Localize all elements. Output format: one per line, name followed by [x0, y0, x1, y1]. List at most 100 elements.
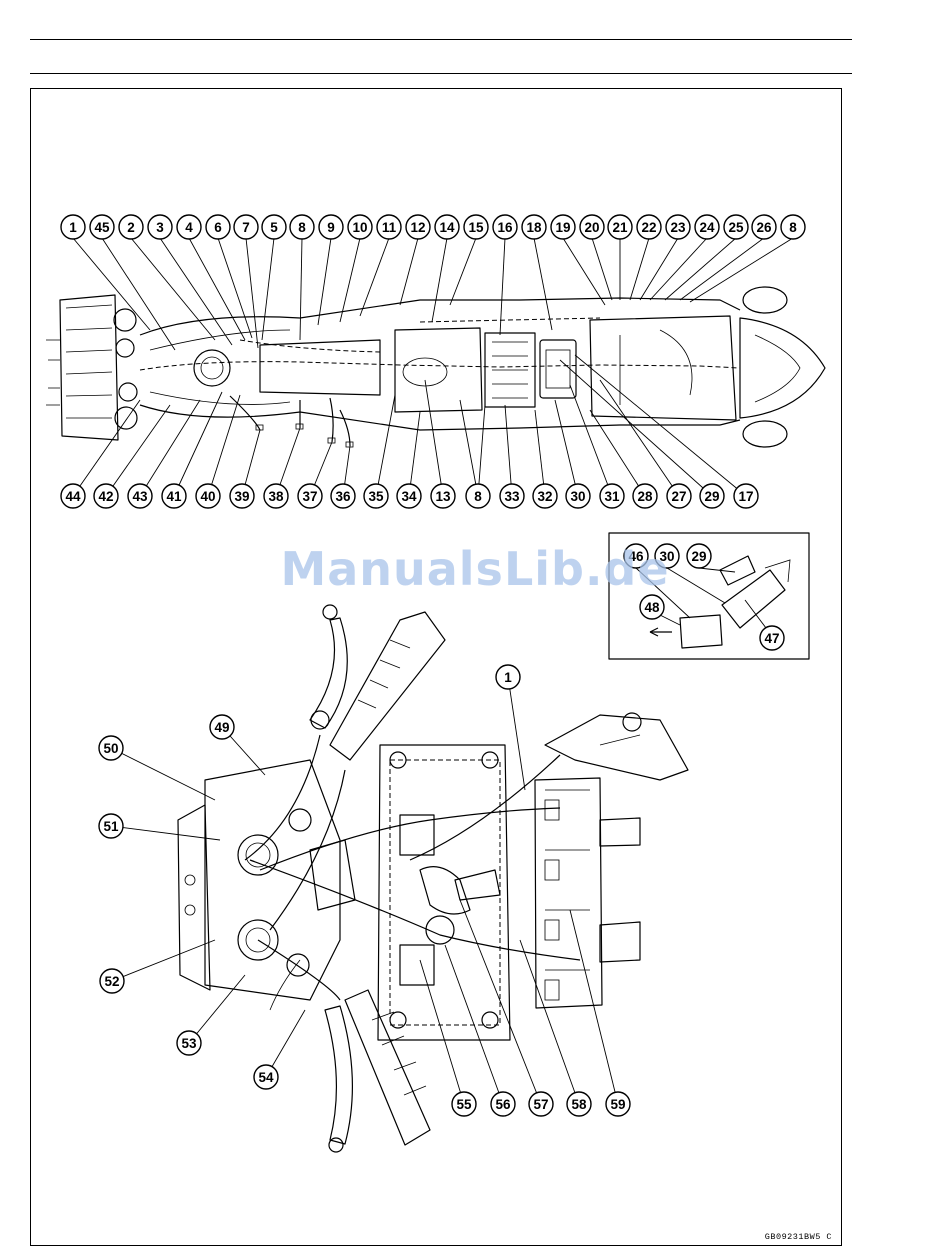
svg-text:8: 8 [474, 489, 482, 504]
svg-text:48: 48 [644, 600, 660, 615]
callout-inset-3: 48 [640, 595, 664, 619]
svg-text:49: 49 [214, 720, 229, 735]
callout-bottom-10: 58 [567, 1092, 591, 1116]
svg-text:19: 19 [555, 220, 570, 235]
callout-top-upper-16: 18 [522, 215, 546, 239]
svg-text:33: 33 [504, 489, 520, 504]
callout-top-upper-25: 8 [781, 215, 805, 239]
svg-text:44: 44 [65, 489, 81, 504]
svg-text:10: 10 [352, 220, 367, 235]
svg-text:54: 54 [258, 1070, 274, 1085]
svg-text:39: 39 [234, 489, 249, 504]
callout-bottom-11: 59 [606, 1092, 630, 1116]
callout-top-upper-17: 19 [551, 215, 575, 239]
callout-top-upper-2: 2 [119, 215, 143, 239]
svg-text:25: 25 [728, 220, 744, 235]
svg-text:1: 1 [69, 220, 77, 235]
svg-text:26: 26 [756, 220, 772, 235]
svg-text:40: 40 [200, 489, 215, 504]
callout-inset-4: 47 [760, 626, 784, 650]
svg-text:43: 43 [132, 489, 148, 504]
svg-text:59: 59 [610, 1097, 625, 1112]
svg-text:32: 32 [537, 489, 552, 504]
callout-top-upper-7: 5 [262, 215, 286, 239]
svg-text:58: 58 [571, 1097, 587, 1112]
callout-bottom-7: 55 [452, 1092, 476, 1116]
callout-top-lower-10: 34 [397, 484, 421, 508]
svg-text:6: 6 [214, 220, 222, 235]
callout-top-lower-0: 44 [61, 484, 85, 508]
frame-top-view [46, 287, 825, 447]
callout-top-upper-1: 45 [90, 215, 114, 239]
callout-bottom-1: 49 [210, 715, 234, 739]
svg-text:17: 17 [738, 489, 753, 504]
callout-bottom-4: 52 [100, 969, 124, 993]
callout-bottom-3: 51 [99, 814, 123, 838]
callout-top-lower-1: 42 [94, 484, 118, 508]
callout-top-upper-23: 25 [724, 215, 748, 239]
callout-top-lower-20: 17 [734, 484, 758, 508]
callout-top-lower-18: 27 [667, 484, 691, 508]
svg-text:38: 38 [268, 489, 284, 504]
callout-top-upper-3: 3 [148, 215, 172, 239]
callout-top-upper-14: 15 [464, 215, 488, 239]
svg-text:29: 29 [704, 489, 719, 504]
svg-text:41: 41 [166, 489, 182, 504]
svg-text:42: 42 [98, 489, 113, 504]
callout-top-lower-11: 13 [431, 484, 455, 508]
svg-text:35: 35 [368, 489, 384, 504]
svg-text:37: 37 [302, 489, 317, 504]
svg-text:14: 14 [439, 220, 455, 235]
svg-text:8: 8 [298, 220, 306, 235]
callout-top-lower-5: 39 [230, 484, 254, 508]
callout-top-upper-11: 11 [377, 215, 401, 239]
callout-bottom-2: 50 [99, 736, 123, 760]
svg-text:30: 30 [570, 489, 585, 504]
callout-top-upper-19: 21 [608, 215, 632, 239]
svg-text:52: 52 [104, 974, 119, 989]
callout-top-upper-12: 12 [406, 215, 430, 239]
svg-text:23: 23 [670, 220, 686, 235]
callout-top-lower-4: 40 [196, 484, 220, 508]
svg-text:1: 1 [504, 670, 512, 685]
callout-bottom-9: 57 [529, 1092, 553, 1116]
svg-text:56: 56 [495, 1097, 511, 1112]
callout-top-lower-2: 43 [128, 484, 152, 508]
svg-text:50: 50 [103, 741, 118, 756]
callout-bottom-5: 53 [177, 1031, 201, 1055]
callout-top-upper-15: 16 [493, 215, 517, 239]
top-upper-leaders [73, 238, 793, 350]
svg-text:31: 31 [604, 489, 620, 504]
svg-text:3: 3 [156, 220, 164, 235]
callout-top-lower-17: 28 [633, 484, 657, 508]
svg-text:27: 27 [671, 489, 686, 504]
svg-text:18: 18 [526, 220, 542, 235]
callout-top-lower-8: 36 [331, 484, 355, 508]
svg-text:2: 2 [127, 220, 135, 235]
figure-code: GB09231BW5 C [765, 1232, 832, 1242]
callout-top-lower-14: 32 [533, 484, 557, 508]
svg-text:16: 16 [497, 220, 513, 235]
callout-top-upper-9: 9 [319, 215, 343, 239]
callout-top-upper-20: 22 [637, 215, 661, 239]
callout-top-upper-13: 14 [435, 215, 459, 239]
callout-top-lower-12: 8 [466, 484, 490, 508]
svg-text:22: 22 [641, 220, 656, 235]
callout-top-lower-6: 38 [264, 484, 288, 508]
svg-text:9: 9 [327, 220, 335, 235]
callout-top-upper-21: 23 [666, 215, 690, 239]
svg-text:8: 8 [789, 220, 797, 235]
callout-top-lower-16: 31 [600, 484, 624, 508]
svg-text:34: 34 [401, 489, 417, 504]
callout-top-upper-4: 4 [177, 215, 201, 239]
callout-top-lower-9: 35 [364, 484, 388, 508]
callout-bottom-8: 56 [491, 1092, 515, 1116]
svg-text:36: 36 [335, 489, 351, 504]
svg-text:13: 13 [435, 489, 451, 504]
callout-top-upper-18: 20 [580, 215, 604, 239]
svg-text:12: 12 [410, 220, 425, 235]
callout-top-upper-5: 6 [206, 215, 230, 239]
callout-bottom-6: 54 [254, 1065, 278, 1089]
callout-top-upper-0: 1 [61, 215, 85, 239]
